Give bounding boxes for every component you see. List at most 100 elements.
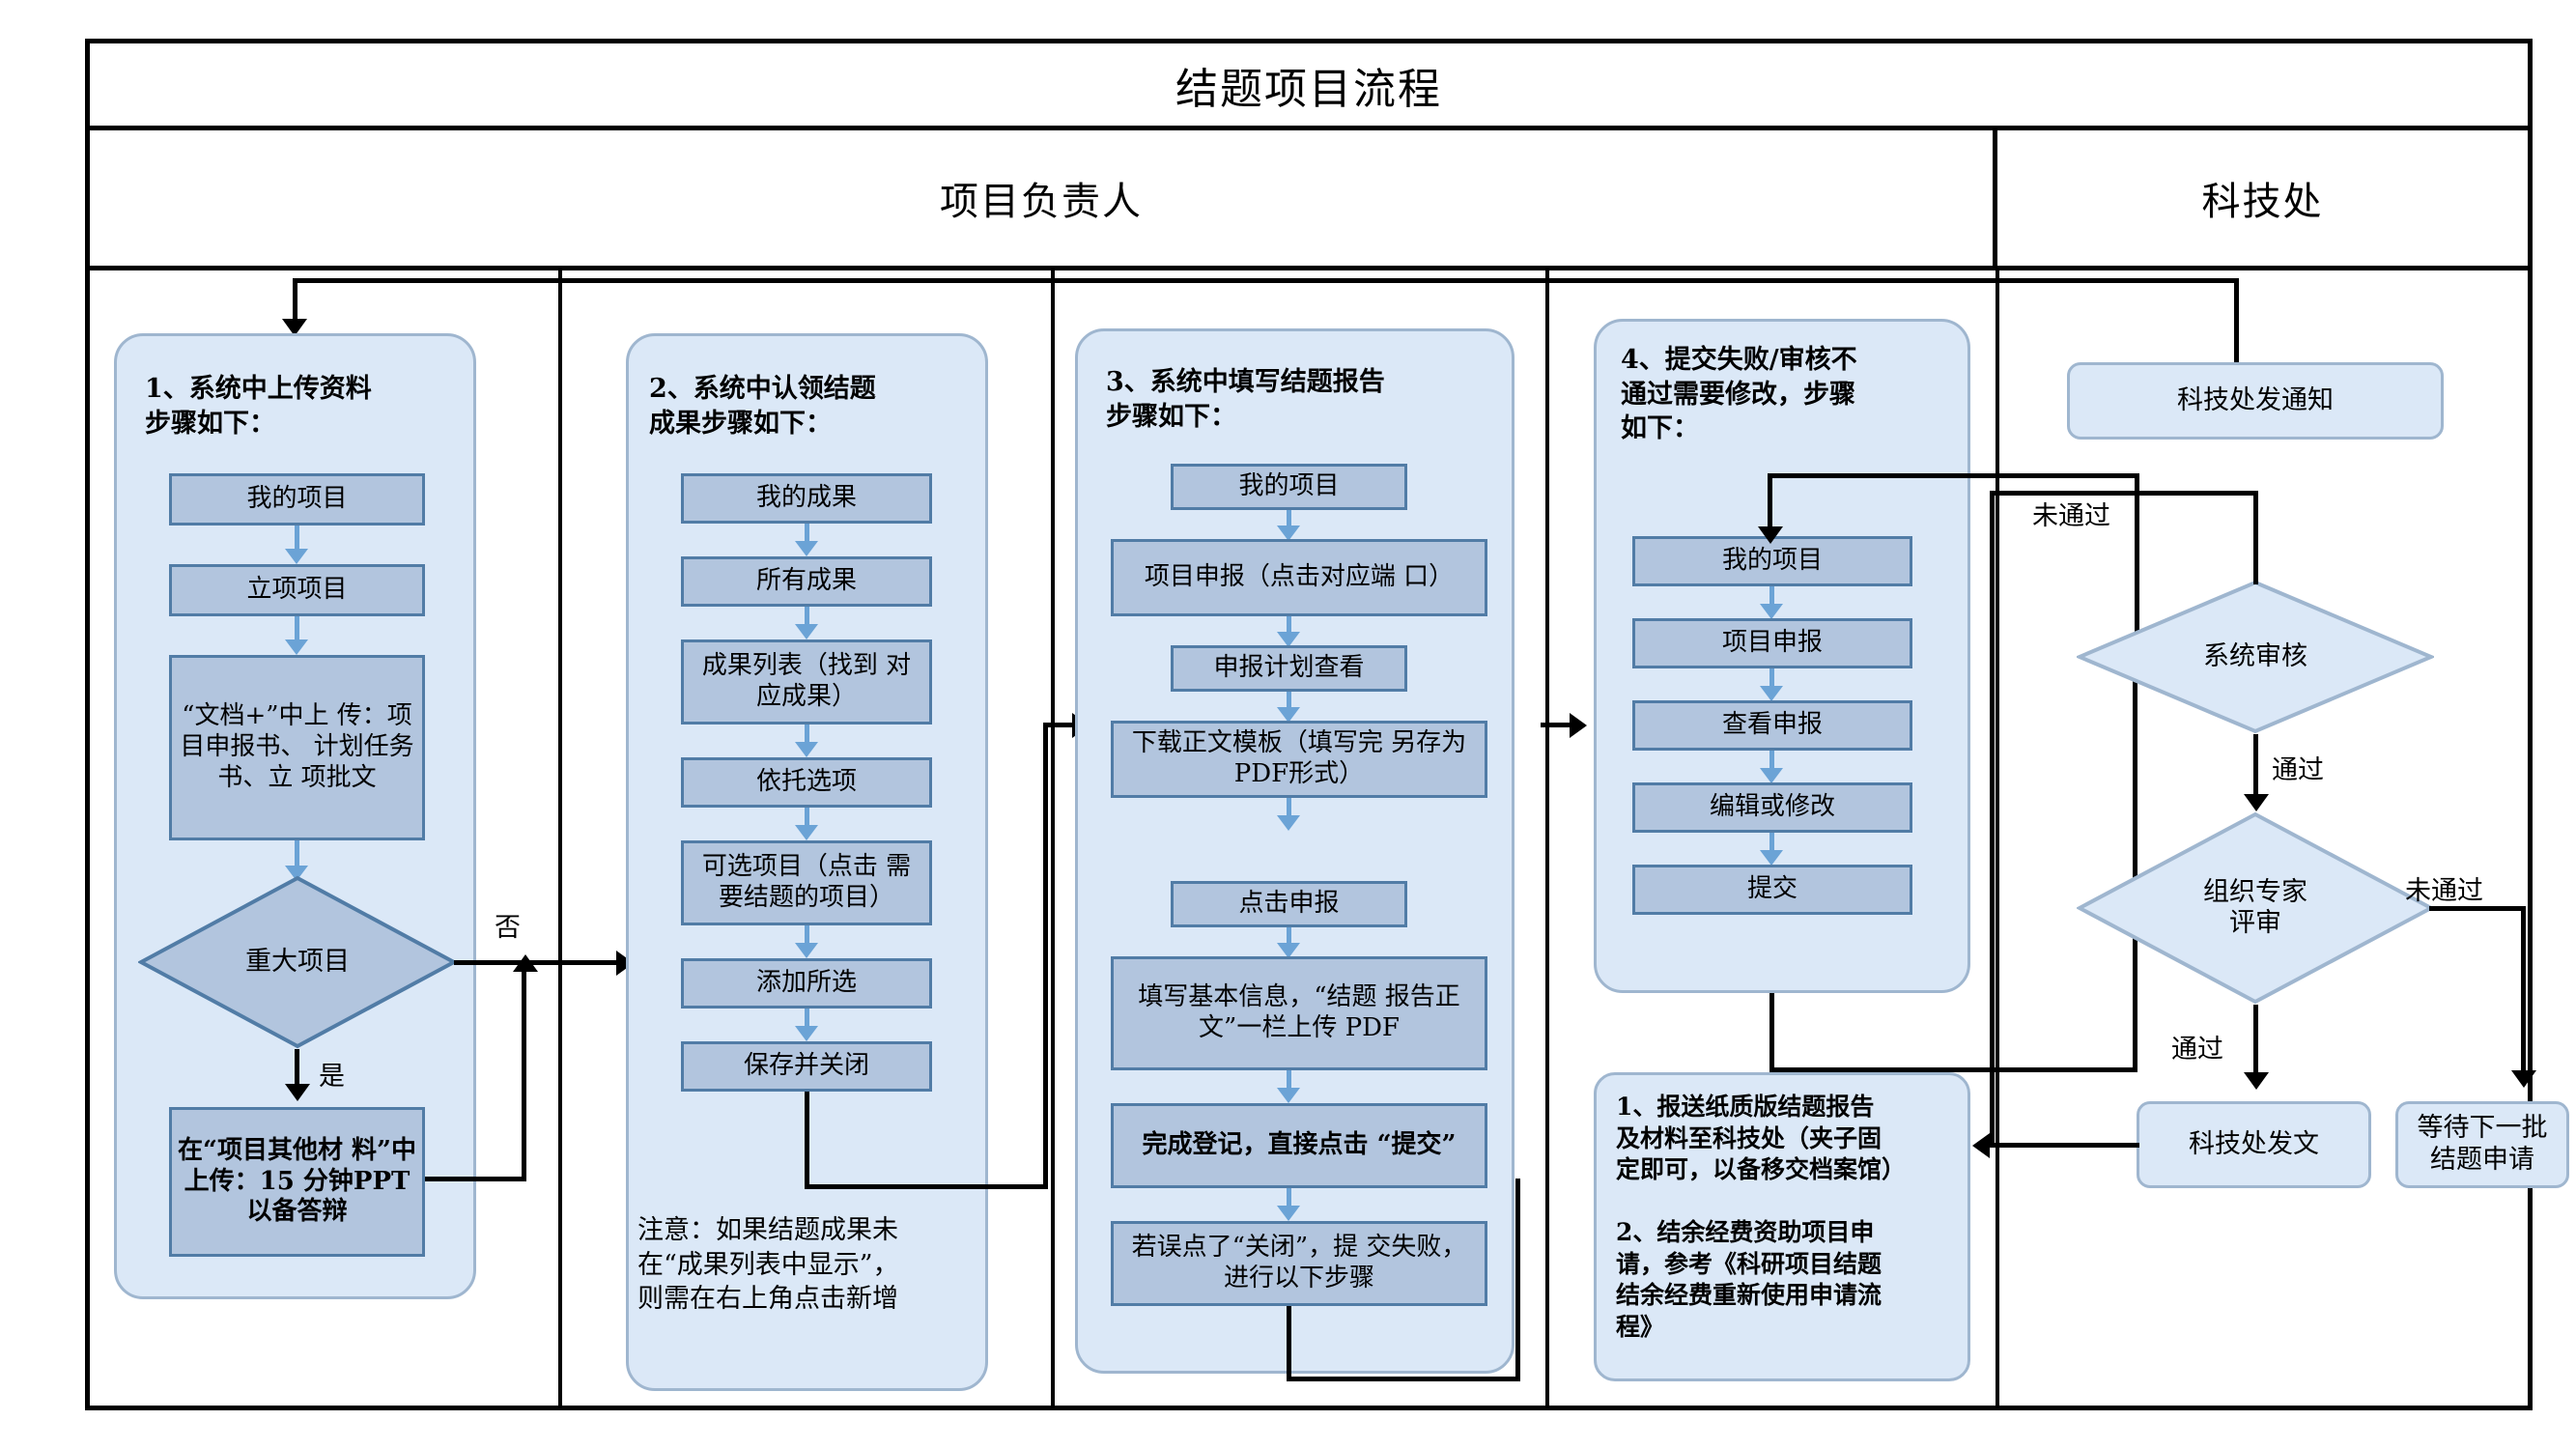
column-2-heading: 2、系统中认领结题 成果步骤如下： [649,374,876,439]
connector-c2-to-c3-h2 [1043,723,1078,727]
connector-c4-3 [1769,751,1774,772]
connector-c3-3-arrow [1277,707,1300,723]
connector-c3-1 [1287,510,1291,529]
loop-c1-line-v [522,966,526,1181]
step-c2-save-and-close[interactable]: 保存并关闭 [681,1041,932,1092]
step-c1-upload-ppt[interactable]: 在“项目其他材 料”中上传：15 分钟PPT以备答辩 [169,1107,425,1257]
step-c1-my-project[interactable]: 我的项目 [169,473,425,526]
connector-c2-2 [805,607,809,628]
decision-expert-review-label: 组织专家 评审 [2203,876,2307,938]
connector-c3-to-c4-arrow [1570,713,1587,738]
step-c3-submit-failed-note[interactable]: 若误点了“关闭”，提 交失败，进行以下步骤 [1111,1221,1487,1306]
step-c3-my-project[interactable]: 我的项目 [1171,464,1407,510]
decision-expert-review-shape [2075,811,2436,1005]
connector-notice-to-review [2253,493,2258,584]
label-expert-review-fail: 未通过 [2405,876,2483,906]
connector-c3-2-arrow [1277,632,1300,647]
label-system-review-fail: 未通过 [2032,501,2110,531]
connector-c4-4 [1769,833,1774,854]
connector-review-pass-arrow [2244,794,2269,811]
connector-notice-in [2234,278,2239,362]
connector-c2-1-arrow [795,541,818,556]
outcome-box-issue-document[interactable]: 科技处发文 [2137,1101,2371,1188]
step-c2-result-list[interactable]: 成果列表（找到 对应成果） [681,639,932,724]
column-1-heading: 1、系统中上传资料 步骤如下： [145,374,372,439]
feedback-into-c4-h [1768,473,2139,478]
connector-c3-bottom-v2 [1515,1179,1520,1381]
step-c2-add-selected[interactable]: 添加所选 [681,958,932,1009]
connector-c4-1-arrow [1760,604,1783,619]
connector-c3-7-arrow [1277,1206,1300,1221]
decision-expert-review[interactable]: 组织专家 评审 [2075,811,2436,1005]
connector-c2-6 [805,1009,809,1030]
connector-c3-6-arrow [1277,1088,1300,1103]
outcome-box-wait-next-batch[interactable]: 等待下一批 结题申请 [2395,1101,2569,1188]
decision-c1-major-project[interactable]: 重大项目 [136,875,459,1049]
decision-system-review-label: 系统审核 [2203,640,2307,671]
connector-c2-5 [805,925,809,947]
connector-c3-4-arrow [1277,815,1300,831]
step-c4-view-declare[interactable]: 查看申报 [1632,700,1912,751]
entry-arrow-head [282,319,307,336]
column-3-heading: 3、系统中填写结题报告 步骤如下： [1106,367,1385,432]
connector-issue-to-notes-arrow [1972,1133,1990,1158]
connector-c1-3-arrow [285,866,308,881]
connector-c3-to-c4-h [1541,723,1576,727]
step-c3-click-declare[interactable]: 点击申报 [1171,881,1407,927]
step-c2-support-option[interactable]: 依托选项 [681,757,932,808]
connector-expert-fail-arrow [2511,1070,2536,1088]
column-divider-4 [1996,270,1999,1410]
column-4-heading: 4、提交失败/审核不 通过需要修改，步骤 如下： [1621,345,1857,444]
column-divider-2 [1051,270,1055,1410]
decision-system-review-shape [2074,580,2437,734]
connector-c4-2 [1769,668,1774,690]
step-c3-project-declare[interactable]: 项目申报（点击对应端 口） [1111,539,1487,616]
connector-c3-5-arrow [1277,943,1300,958]
connector-c3-3 [1287,692,1291,711]
group-column-4-notes [1594,1072,1970,1381]
step-c1-upload-docs[interactable]: “文档+”中上 传：项目申报书、 计划任务书、立 项批文 [169,655,425,840]
connector-c3-bottom-h [1287,1377,1520,1381]
connector-c3-4 [1287,798,1291,819]
connector-c3-2 [1287,616,1291,636]
step-c1-approved-project[interactable]: 立项项目 [169,564,425,616]
decision-system-review[interactable]: 系统审核 [2074,580,2437,734]
label-system-review-pass: 通过 [2272,755,2324,785]
connector-c2-4 [805,808,809,829]
step-c2-selectable-project[interactable]: 可选项目（点击 需要结题的项目） [681,840,932,925]
connector-right-lane-left-rail [1990,491,1995,1148]
connector-c4-submit-v [1769,993,1774,1072]
lane-header-science-office: 科技处 [1997,130,2533,270]
decision-c1-shape [136,875,459,1049]
step-c2-all-results[interactable]: 所有成果 [681,556,932,607]
connector-expert-fail-h [2429,906,2526,911]
branch-yes-arrow [285,1084,310,1101]
step-c2-my-results[interactable]: 我的成果 [681,473,932,524]
column-divider-3 [1545,270,1549,1410]
step-c3-complete-register[interactable]: 完成登记，直接点击 “提交” [1111,1103,1487,1188]
notice-box-science-office[interactable]: 科技处发通知 [2067,362,2444,440]
step-c3-download-template[interactable]: 下载正文模板（填写完 另存为PDF形式） [1111,721,1487,798]
connector-expert-fail-v [2521,906,2526,1080]
lane-header-project-leader: 项目负责人 [85,130,1997,270]
connector-review-fail-h [1990,491,2258,496]
connector-c2-3 [805,724,809,746]
connector-c1-3 [295,840,299,869]
connector-c4-3-arrow [1760,768,1783,783]
column-2-note: 注意：如果结题成果未 在“成果列表中显示”， 则需在右上角点击新增 [637,1215,899,1315]
step-c3-view-plan[interactable]: 申报计划查看 [1171,645,1407,692]
step-c4-project-declare[interactable]: 项目申报 [1632,618,1912,668]
connector-c2-to-c3-v [805,1092,809,1188]
connector-expert-pass-v [2253,1005,2258,1084]
step-c4-edit-or-modify[interactable]: 编辑或修改 [1632,782,1912,833]
connector-c2-4-arrow [795,825,818,840]
step-c3-fill-basic-info[interactable]: 填写基本信息，“结题 报告正文”一栏上传 PDF [1111,956,1487,1070]
connector-c2-to-c3-v2 [1043,723,1048,1188]
entry-arrow-line-horizontal [293,278,2234,283]
step-c4-submit[interactable]: 提交 [1632,865,1912,915]
diagram-title: 结题项目流程 [1175,64,1442,114]
connector-review-pass-v [2253,734,2258,804]
branch-yes-label: 是 [319,1062,345,1092]
feedback-into-c4-v2 [2135,473,2139,647]
branch-yes-line [295,1049,299,1090]
